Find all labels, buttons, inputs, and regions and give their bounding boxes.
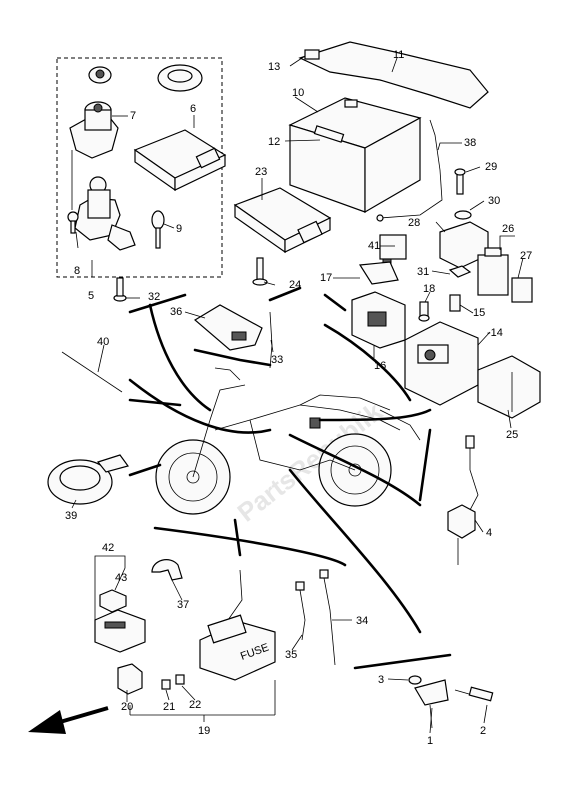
battery-part [288,97,422,214]
callout-32: 32 [148,291,160,303]
callout-3: 3 [378,674,384,686]
callout-12: 12 [268,136,280,148]
callout-2: 2 [480,725,486,737]
connector-15-part [449,294,461,312]
callout-1: 1 [427,735,433,747]
callout-17: 17 [320,272,332,284]
key-part [151,210,165,249]
battery-tray-part [298,41,489,109]
coupler-26-part [477,247,509,296]
sensor-4-part [447,435,479,565]
fuse-22-part [175,674,185,685]
callout-28: 28 [408,217,420,229]
callout-38: 38 [464,137,476,149]
relay-42-part [94,609,146,653]
callout-40: 40 [97,336,109,348]
callout-6: 6 [190,103,196,115]
callout-8: 8 [74,265,80,277]
relay-box-16-part [351,291,406,349]
relay-43-part [99,589,127,613]
screw-8-part [67,211,79,234]
callout-5: 5 [88,290,94,302]
lead-35-part [295,581,306,641]
regulator-25-part [477,355,541,419]
callout-27: 27 [520,250,532,262]
fuse-box-part [199,569,276,681]
coupler-27-part [511,277,533,303]
bolt-32-part [113,277,127,302]
lead-34-part [319,569,336,666]
horn-part [47,454,129,505]
bracket-17-part [358,261,399,285]
callout-36: 36 [170,306,182,318]
cable-38-part [379,119,443,219]
bolt-29-part [454,168,466,195]
bolt-24-part [252,257,268,286]
callout-22: 22 [189,699,201,711]
callout-30: 30 [488,195,500,207]
cable-terminal [376,214,384,222]
callout-13: 13 [268,61,280,73]
callout-labels: 7 6 9 8 5 32 10 11 12 13 38 23 24 29 30 … [65,49,532,747]
callout-10: 10 [292,87,304,99]
callout-24: 24 [289,279,301,291]
ecu-unit-part [133,129,227,192]
relay-41-part [379,234,407,265]
bracket-31-part [448,265,472,278]
callout-14: -14 [487,327,503,339]
callout-4: 4 [486,527,492,539]
callout-33: 33 [271,354,283,366]
callout-31: 31 [417,266,429,278]
callout-16: 16 [374,360,386,372]
fuse-21-part [161,679,171,690]
callout-25: 25 [506,429,518,441]
nut-30-part [454,210,472,220]
seat-lock-part [74,176,136,251]
front-direction-arrow [28,706,109,734]
callout-26: 26 [502,223,514,235]
callout-23: 23 [255,166,267,178]
sensor-18-part [418,301,430,322]
callout-15: 15 [473,307,485,319]
main-switch-part [69,101,119,159]
section-divider-lines [128,286,452,670]
callout-20: 20 [121,701,133,713]
cable-tie-40-part [61,351,123,393]
motorcycle-outline [155,367,421,515]
clamp-37-part [151,559,183,581]
callout-7: 7 [130,110,136,122]
starter-relay-part [404,321,479,406]
control-unit-23-part [233,187,332,254]
callout-37: 37 [177,599,189,611]
callout-11: 11 [393,49,404,61]
callout-41: 41 [368,240,380,252]
callout-9: 9 [176,223,182,235]
fuse-holder-20-part [117,663,143,695]
callout-18: 18 [423,283,435,295]
callout-29: 29 [485,161,497,173]
callout-43: 43 [115,572,127,584]
lock-ring-part [157,64,203,92]
callout-19: 19 [198,725,210,737]
callout-39: 39 [65,510,77,522]
sensor-36-part [193,304,263,351]
callout-35: 35 [285,649,297,661]
callout-21: 21 [163,701,175,713]
callout-42: 42 [102,542,114,554]
callout-34: 34 [356,615,368,627]
lock-cap-part [88,66,112,84]
leader-lines [71,55,524,734]
sidestand-switch-part [408,675,494,729]
